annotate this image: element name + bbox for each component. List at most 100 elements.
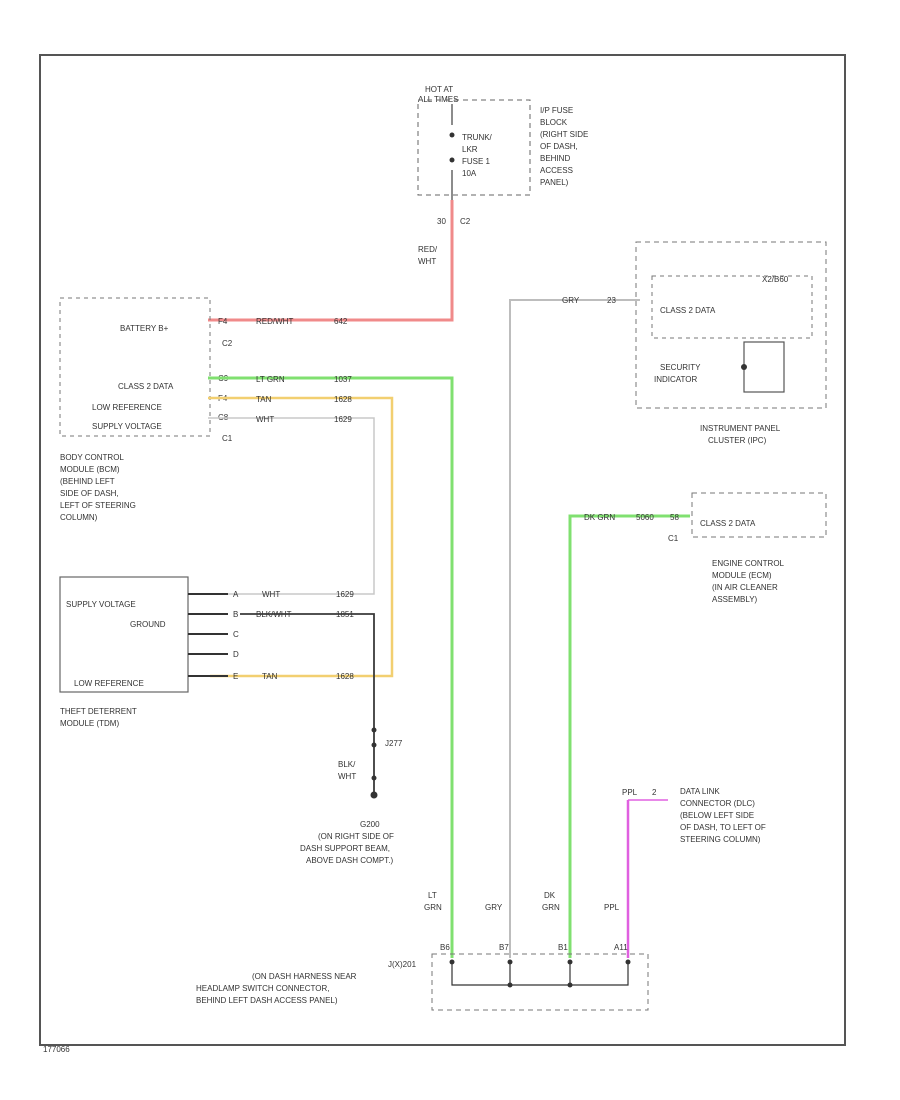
dlc-desc-2: CONNECTOR (DLC): [680, 799, 755, 808]
wire-label-tan: TAN: [256, 395, 272, 404]
ecm-outline: [691, 492, 827, 538]
wire-label-wht: WHT: [256, 415, 274, 424]
bcm-desc-2: MODULE (BCM): [60, 465, 120, 474]
bcm-outline: [59, 297, 211, 437]
tdm-wire-circuit-lowref: 1628: [336, 672, 354, 681]
tdm-outline: [59, 576, 189, 693]
fuse-label-1: TRUNK/: [462, 133, 493, 142]
junction-id: J(X)201: [388, 960, 417, 969]
fuse-block-desc-4: OF DASH,: [540, 142, 578, 151]
bcm-pin-label-class2: CLASS 2 DATA: [118, 382, 174, 391]
fuse-block-desc-3: (RIGHT SIDE: [540, 130, 588, 139]
ipc-security-1: SECURITY: [660, 363, 701, 372]
ecm-desc-3: (IN AIR CLEANER: [712, 583, 778, 592]
fuse-label-4: 10A: [462, 169, 477, 178]
junction-pin-dot-3: [567, 959, 573, 965]
tdm-pin-a: A: [233, 590, 239, 599]
ground-wire-1: BLK/: [338, 760, 356, 769]
tdm-pin-d: D: [233, 650, 239, 659]
bcm-desc-6: COLUMN): [60, 513, 98, 522]
ecm-desc-4: ASSEMBLY): [712, 595, 758, 604]
bcm-pin-label-supply: SUPPLY VOLTAGE: [92, 422, 162, 431]
bcm-desc-3: (BEHIND LEFT: [60, 477, 115, 486]
bcm-conn-bottom: C1: [222, 434, 233, 443]
wire-gry-ipc: [509, 299, 640, 958]
fuse-block-outline: [417, 99, 531, 196]
diagram-id: 177066: [43, 1045, 70, 1054]
ecm-label: CLASS 2 DATA: [700, 519, 756, 528]
ground-wire-2: WHT: [338, 772, 356, 781]
junction-wire-2: GRY: [485, 903, 503, 912]
bcm-conn-top: C2: [222, 339, 233, 348]
junction-block: B6 B7 B1 A11 LT GRN GRY DK GRN PPL J(X)2…: [196, 891, 649, 1011]
wire-wht-supply: [208, 417, 375, 595]
ipc-class2: CLASS 2 DATA: [660, 306, 716, 315]
tdm-desc-1: THEFT DETERRENT: [60, 707, 137, 716]
wire-label-red: RED/WHT: [256, 317, 293, 326]
fuse-terminal-bottom: [449, 157, 455, 163]
ground-id: G200: [360, 820, 380, 829]
ipc-inner: [651, 275, 813, 339]
dlc-desc-1: DATA LINK: [680, 787, 720, 796]
fuse-block-desc-2: BLOCK: [540, 118, 568, 127]
tdm-pin-label-ground: GROUND: [130, 620, 166, 629]
junction-outline: [431, 953, 649, 1011]
fuse-label-3: FUSE 1: [462, 157, 491, 166]
dlc-pin: 2: [652, 788, 657, 797]
fuse-terminal-top: [449, 132, 455, 138]
junction-wire-1b: GRN: [424, 903, 442, 912]
ground-terminal: [370, 791, 378, 799]
dlc-desc-3: (BELOW LEFT SIDE: [680, 811, 754, 820]
ipc-pin: 23: [607, 296, 616, 305]
tdm-wire-label-supply: WHT: [262, 590, 280, 599]
fuse-block-desc-6: ACCESS: [540, 166, 573, 175]
ecm-desc-2: MODULE (ECM): [712, 571, 772, 580]
tdm-pin-c: C: [233, 630, 239, 639]
security-indicator-led: [741, 364, 747, 370]
bcm-pin-battery: F4: [218, 317, 228, 326]
ipc-outline: [635, 241, 827, 409]
junction-pin-3: B1: [558, 943, 568, 952]
junction-node-2: [567, 982, 573, 988]
junction-pin-dot-1: [449, 959, 455, 965]
wire-red-battery: [208, 200, 454, 322]
tdm-pin-label-supply: SUPPLY VOLTAGE: [66, 600, 136, 609]
diagram-frame: [39, 54, 846, 1046]
wire-dkgrn-ecm: [568, 514, 690, 958]
bcm-pin-label-battery: BATTERY B+: [120, 324, 169, 333]
junction-wire-4: PPL: [604, 903, 620, 912]
junction-wire-3b: GRN: [542, 903, 560, 912]
tdm-connector: A B C D E: [188, 590, 239, 681]
fuse-block-desc-7: PANEL): [540, 178, 569, 187]
ground-splice-bottom: [371, 775, 377, 781]
wire-tan-lowref: [208, 396, 394, 678]
junction-desc-1: (ON DASH HARNESS NEAR: [252, 972, 357, 981]
bcm-module: BATTERY B+ C2 CLASS 2 DATA LOW REFERENCE…: [59, 297, 233, 522]
ecm-conn: C1: [668, 534, 679, 543]
junction-pin-dot-2: [507, 959, 513, 965]
wire-ltgrn-class2: [208, 376, 454, 958]
tdm-wire-circuit-supply: 1629: [336, 590, 354, 599]
fuse-connector: C2: [460, 217, 471, 226]
wire-blk-ground: [240, 613, 375, 795]
dlc-desc-4: OF DASH, TO LEFT OF: [680, 823, 766, 832]
dlc-desc-5: STEERING COLUMN): [680, 835, 761, 844]
ecm-wire-circuit: 5060: [636, 513, 654, 522]
fuse-wire-color-2: WHT: [418, 257, 436, 266]
junction-desc-3: BEHIND LEFT DASH ACCESS PANEL): [196, 996, 338, 1005]
junction-wire-3a: DK: [544, 891, 556, 900]
tdm-pin-label-lowref: LOW REFERENCE: [74, 679, 144, 688]
bcm-desc-5: LEFT OF STEERING: [60, 501, 136, 510]
ipc-wire-label: GRY: [562, 296, 580, 305]
bcm-desc-4: SIDE OF DASH,: [60, 489, 119, 498]
wire-label-ltgrn: LT GRN: [256, 375, 285, 384]
ecm-module: CLASS 2 DATA C1 ENGINE CONTROL MODULE (E…: [668, 492, 827, 604]
junction-wire-1a: LT: [428, 891, 437, 900]
fuse-wire-color-1: RED/: [418, 245, 438, 254]
fuse-block-desc-1: I/P FUSE: [540, 106, 573, 115]
ipc-module: X2/B60 CLASS 2 DATA SECURITY INDICATOR I…: [635, 241, 827, 445]
ground-splice-mid: [371, 742, 377, 748]
tdm-wire-label-lowref: TAN: [262, 672, 278, 681]
fuse-label-2: LKR: [462, 145, 478, 154]
